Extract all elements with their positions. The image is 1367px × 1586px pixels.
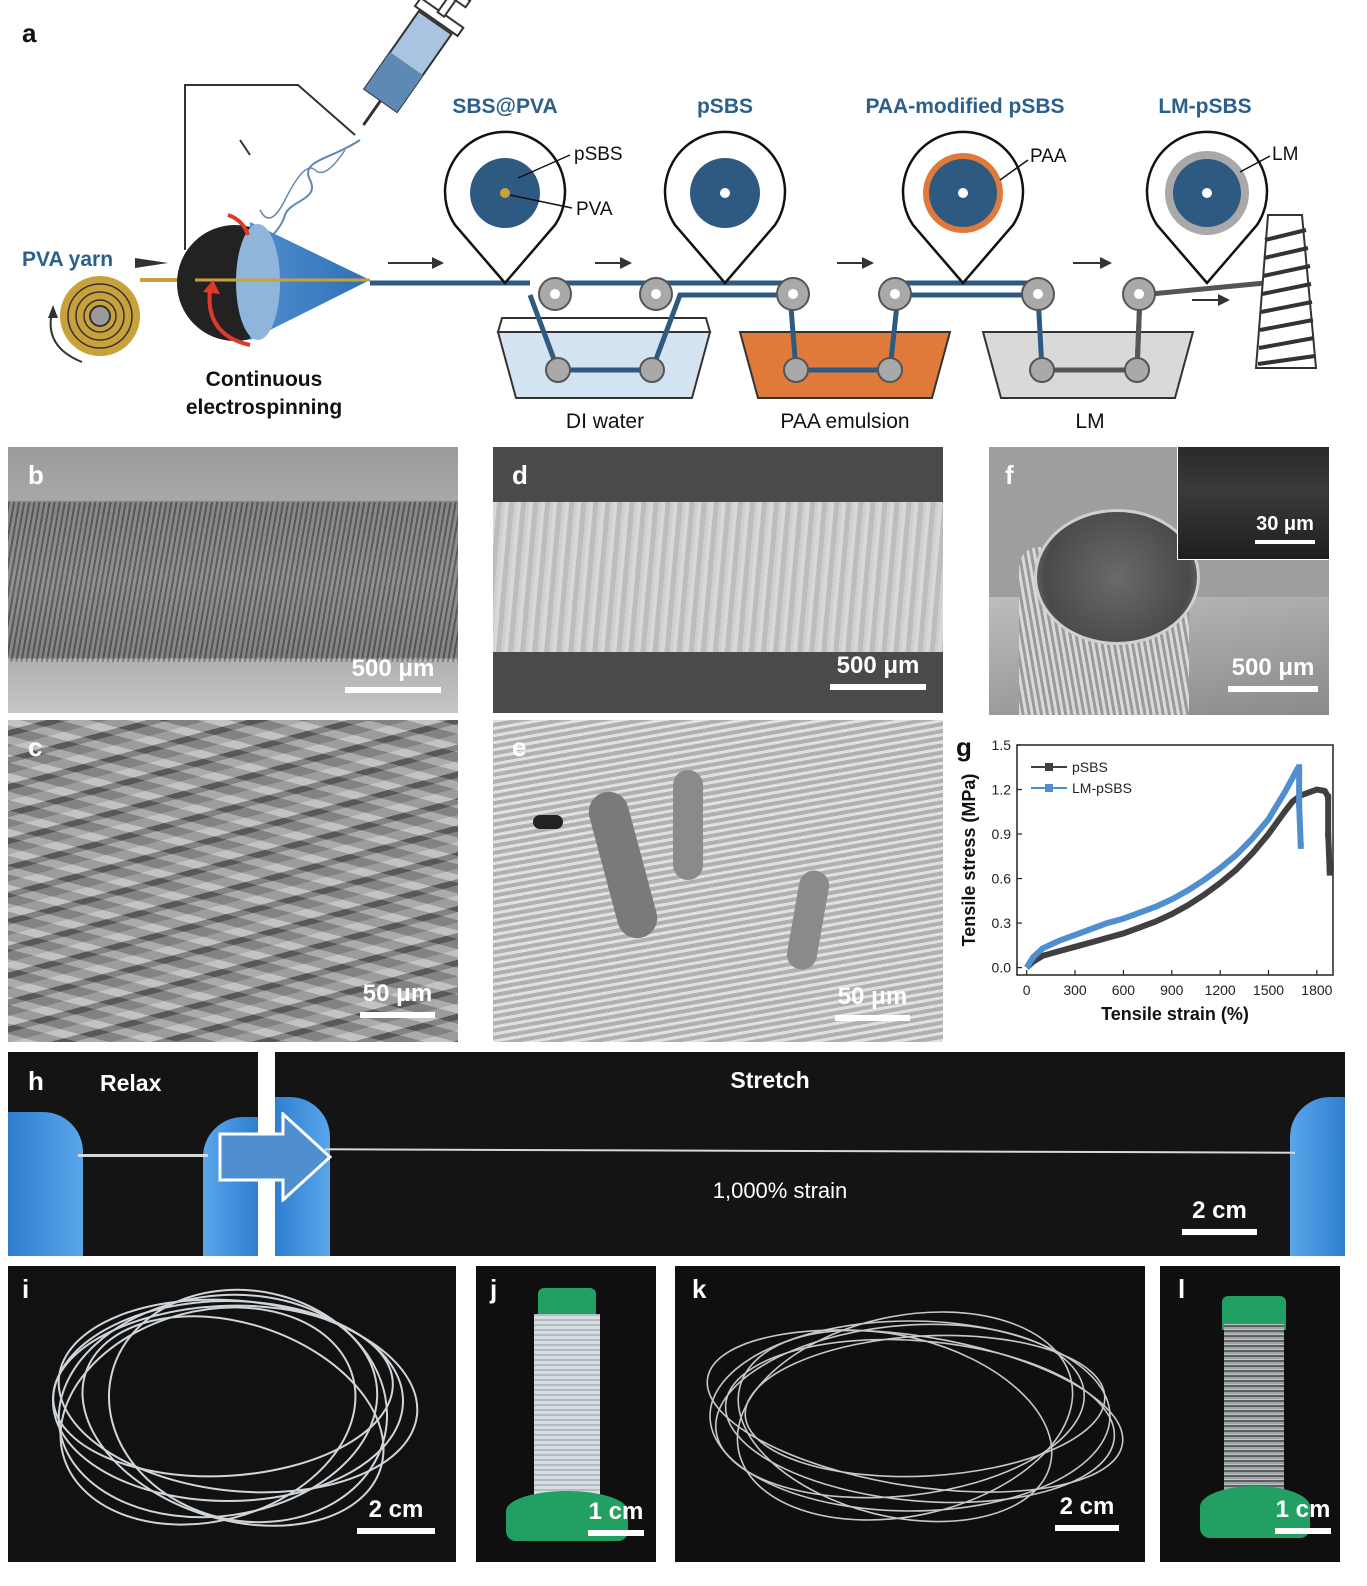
bath-label-lm: LM bbox=[1075, 410, 1105, 433]
panel-label-d: d bbox=[512, 460, 528, 490]
panel-label-l: l bbox=[1178, 1274, 1186, 1304]
x-tick-label: 900 bbox=[1160, 982, 1184, 998]
process-label-line2: electrospinning bbox=[185, 396, 343, 419]
stage-title-psbs: pSBS bbox=[696, 95, 753, 118]
y-tick-label: 1.5 bbox=[992, 737, 1012, 753]
x-tick-label: 300 bbox=[1063, 982, 1087, 998]
chart-legend: pSBS LM-pSBS bbox=[1031, 759, 1132, 796]
callout-pva: PVA bbox=[576, 199, 613, 220]
scale-bar-b: 500 μm bbox=[345, 655, 441, 693]
stretch-label: Stretch bbox=[730, 1067, 810, 1093]
y-tick-label: 0.9 bbox=[992, 826, 1012, 842]
stage-title-lm-psbs: LM-pSBS bbox=[1158, 95, 1252, 118]
y-axis-label: Tensile stress (MPa) bbox=[959, 774, 979, 947]
panel-label-i: i bbox=[22, 1274, 30, 1304]
x-tick-label: 1500 bbox=[1253, 982, 1284, 998]
callout-lm: LM bbox=[1272, 144, 1299, 165]
data-point bbox=[1325, 793, 1332, 800]
panel-label-j: j bbox=[490, 1274, 498, 1304]
schematic-diagram bbox=[48, 0, 1318, 399]
legend-label: pSBS bbox=[1072, 759, 1108, 775]
scale-bar-c: 50 μm bbox=[360, 980, 435, 1018]
x-tick-label: 1200 bbox=[1205, 982, 1236, 998]
panel-label-a: a bbox=[22, 18, 37, 48]
bath-label-paa-emulsion: PAA emulsion bbox=[780, 410, 910, 433]
chart-series bbox=[1024, 764, 1333, 970]
x-tick-label: 600 bbox=[1112, 982, 1136, 998]
plot-frame bbox=[1016, 744, 1334, 976]
legend-label: LM-pSBS bbox=[1072, 780, 1132, 796]
x-tick-label: 1800 bbox=[1301, 982, 1332, 998]
x-axis-label: Tensile strain (%) bbox=[1101, 1004, 1249, 1024]
scale-bar-h: 2 cm bbox=[1182, 1197, 1257, 1235]
yarn-loops-i bbox=[52, 1288, 419, 1527]
scale-bar-i: 2 cm bbox=[357, 1496, 435, 1534]
yarn-spool-icon bbox=[48, 276, 140, 363]
sem-panel-f bbox=[989, 447, 1329, 715]
data-point bbox=[1325, 831, 1332, 838]
stress-strain-chart: 0 300 600 900 1200 1500 1800 0.0 0.3 0.6 0.9 1.2 1.5… bbox=[959, 737, 1334, 1024]
data-point bbox=[1326, 869, 1333, 876]
stage-title-sbs-pva: SBS@PVA bbox=[452, 95, 558, 118]
y-tick-label: 0.3 bbox=[992, 915, 1012, 931]
process-label-line1: Continuous bbox=[205, 368, 323, 391]
data-point bbox=[1296, 801, 1303, 808]
panel-label-c: c bbox=[28, 732, 43, 762]
scale-bar-e: 50 μm bbox=[835, 983, 910, 1021]
panel-label-b: b bbox=[28, 460, 44, 490]
pva-yarn-label: PVA yarn bbox=[22, 248, 114, 271]
photo-panel-j bbox=[476, 1266, 656, 1562]
yarn-loops-k bbox=[706, 1311, 1124, 1523]
scale-bar-f-inset: 30 μm bbox=[1255, 513, 1315, 544]
scale-bar-f: 500 μm bbox=[1228, 654, 1318, 692]
sem-panel-d bbox=[493, 447, 943, 713]
rotating-collector-icon bbox=[177, 213, 370, 347]
scale-bar-l: 1 cm bbox=[1275, 1496, 1331, 1534]
stage-title-paa-psbs: PAA-modified pSBS bbox=[865, 95, 1065, 118]
arrow-right-icon bbox=[218, 1112, 333, 1202]
bath-label-di-water: DI water bbox=[565, 410, 645, 433]
y-tick-label: 0.0 bbox=[992, 960, 1012, 976]
data-point bbox=[1296, 764, 1303, 771]
panel-label-h: h bbox=[28, 1066, 44, 1096]
photo-panel-i bbox=[8, 1266, 456, 1562]
legend-marker bbox=[1045, 784, 1053, 792]
panel-label-k: k bbox=[692, 1274, 707, 1304]
panel-label-g: g bbox=[956, 732, 972, 762]
sem-panel-e bbox=[493, 720, 943, 1042]
y-tick-label: 0.6 bbox=[992, 871, 1012, 887]
data-point bbox=[1297, 842, 1304, 849]
series-line-psbs bbox=[1024, 786, 1333, 970]
callout-psbs: pSBS bbox=[574, 144, 623, 165]
chart-axes: 0 300 600 900 1200 1500 1800 0.0 0.3 0.6 0.9 1.2 1.5… bbox=[959, 737, 1334, 1024]
y-tick-label: 1.2 bbox=[992, 782, 1012, 798]
strain-label: 1,000% strain bbox=[712, 1178, 848, 1203]
scale-bar-j: 1 cm bbox=[588, 1498, 644, 1536]
photo-panel-h-relax bbox=[8, 1052, 258, 1256]
panel-label-f: f bbox=[1005, 460, 1014, 490]
scale-bar-k: 2 cm bbox=[1055, 1493, 1119, 1531]
legend-marker bbox=[1045, 763, 1053, 771]
take-up-bobbin-icon bbox=[1254, 214, 1318, 369]
scale-bar-d: 500 μm bbox=[830, 652, 926, 690]
series-line-lm-psbs bbox=[1024, 764, 1304, 970]
x-tick-label: 0 bbox=[1023, 982, 1031, 998]
panel-label-e: e bbox=[512, 732, 527, 762]
sem-panel-b bbox=[8, 447, 458, 713]
photo-panel-h-stretch bbox=[275, 1052, 1345, 1256]
sem-panel-c bbox=[8, 720, 458, 1042]
callout-paa: PAA bbox=[1030, 146, 1067, 167]
syringe-icon bbox=[362, 0, 472, 126]
relax-label: Relax bbox=[100, 1070, 162, 1096]
photo-panel-k bbox=[675, 1266, 1145, 1562]
